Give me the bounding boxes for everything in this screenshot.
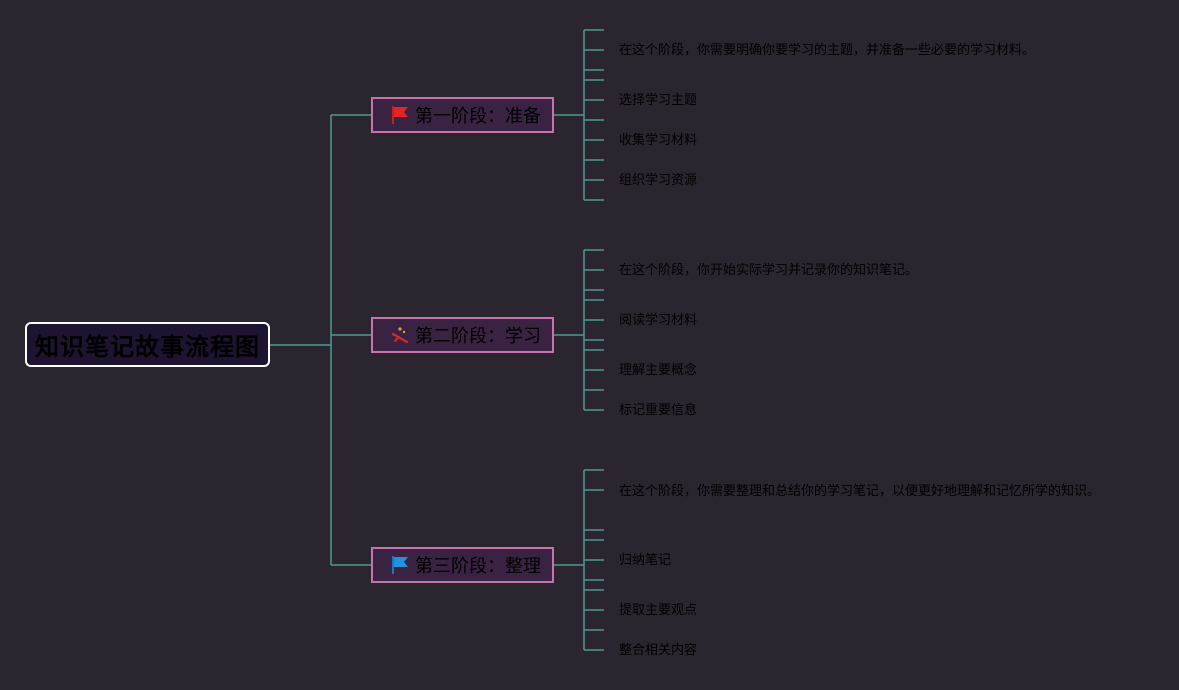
sparkle-icon xyxy=(389,324,411,346)
stage-2-description[interactable]: 在这个阶段，你开始实际学习并记录你的知识笔记。 xyxy=(619,263,919,278)
stage-node-1[interactable]: 第一阶段：准备 xyxy=(371,97,554,133)
stage-1-item[interactable]: 选择学习主题 xyxy=(619,93,698,108)
stage-node-2-label: 第二阶段：学习 xyxy=(415,326,541,347)
blue-flag-icon xyxy=(389,554,411,576)
stage-1-item[interactable]: 收集学习材料 xyxy=(619,133,698,148)
stage-3-item[interactable]: 整合相关内容 xyxy=(619,643,698,658)
stage-3-item[interactable]: 归纳笔记 xyxy=(619,553,672,568)
stage-node-2[interactable]: 第二阶段：学习 xyxy=(371,317,554,353)
bracket-ticks-2 xyxy=(584,249,604,411)
stage-2-item[interactable]: 阅读学习材料 xyxy=(619,313,698,328)
stage-3-item[interactable]: 提取主要观点 xyxy=(619,603,698,618)
bracket-ticks-1 xyxy=(584,29,604,201)
stage-node-1-label: 第一阶段：准备 xyxy=(415,106,541,127)
stage-2-item[interactable]: 理解主要概念 xyxy=(619,363,698,378)
stage-1-item[interactable]: 组织学习资源 xyxy=(619,173,698,188)
stage-node-3[interactable]: 第三阶段：整理 xyxy=(371,547,554,583)
root-node-label: 知识笔记故事流程图 xyxy=(35,333,260,361)
stage-1-description[interactable]: 在这个阶段，你需要明确你要学习的主题，并准备一些必要的学习材料。 xyxy=(619,43,1036,58)
stage-2-item[interactable]: 标记重要信息 xyxy=(619,403,698,418)
stage-node-3-label: 第三阶段：整理 xyxy=(415,556,541,577)
root-node[interactable]: 知识笔记故事流程图 xyxy=(25,322,270,367)
stage-3-description[interactable]: 在这个阶段，你需要整理和总结你的学习笔记，以便更好地理解和记忆所学的知识。 xyxy=(619,484,1101,499)
bracket-ticks-3 xyxy=(584,469,604,651)
red-flag-icon xyxy=(389,104,411,126)
